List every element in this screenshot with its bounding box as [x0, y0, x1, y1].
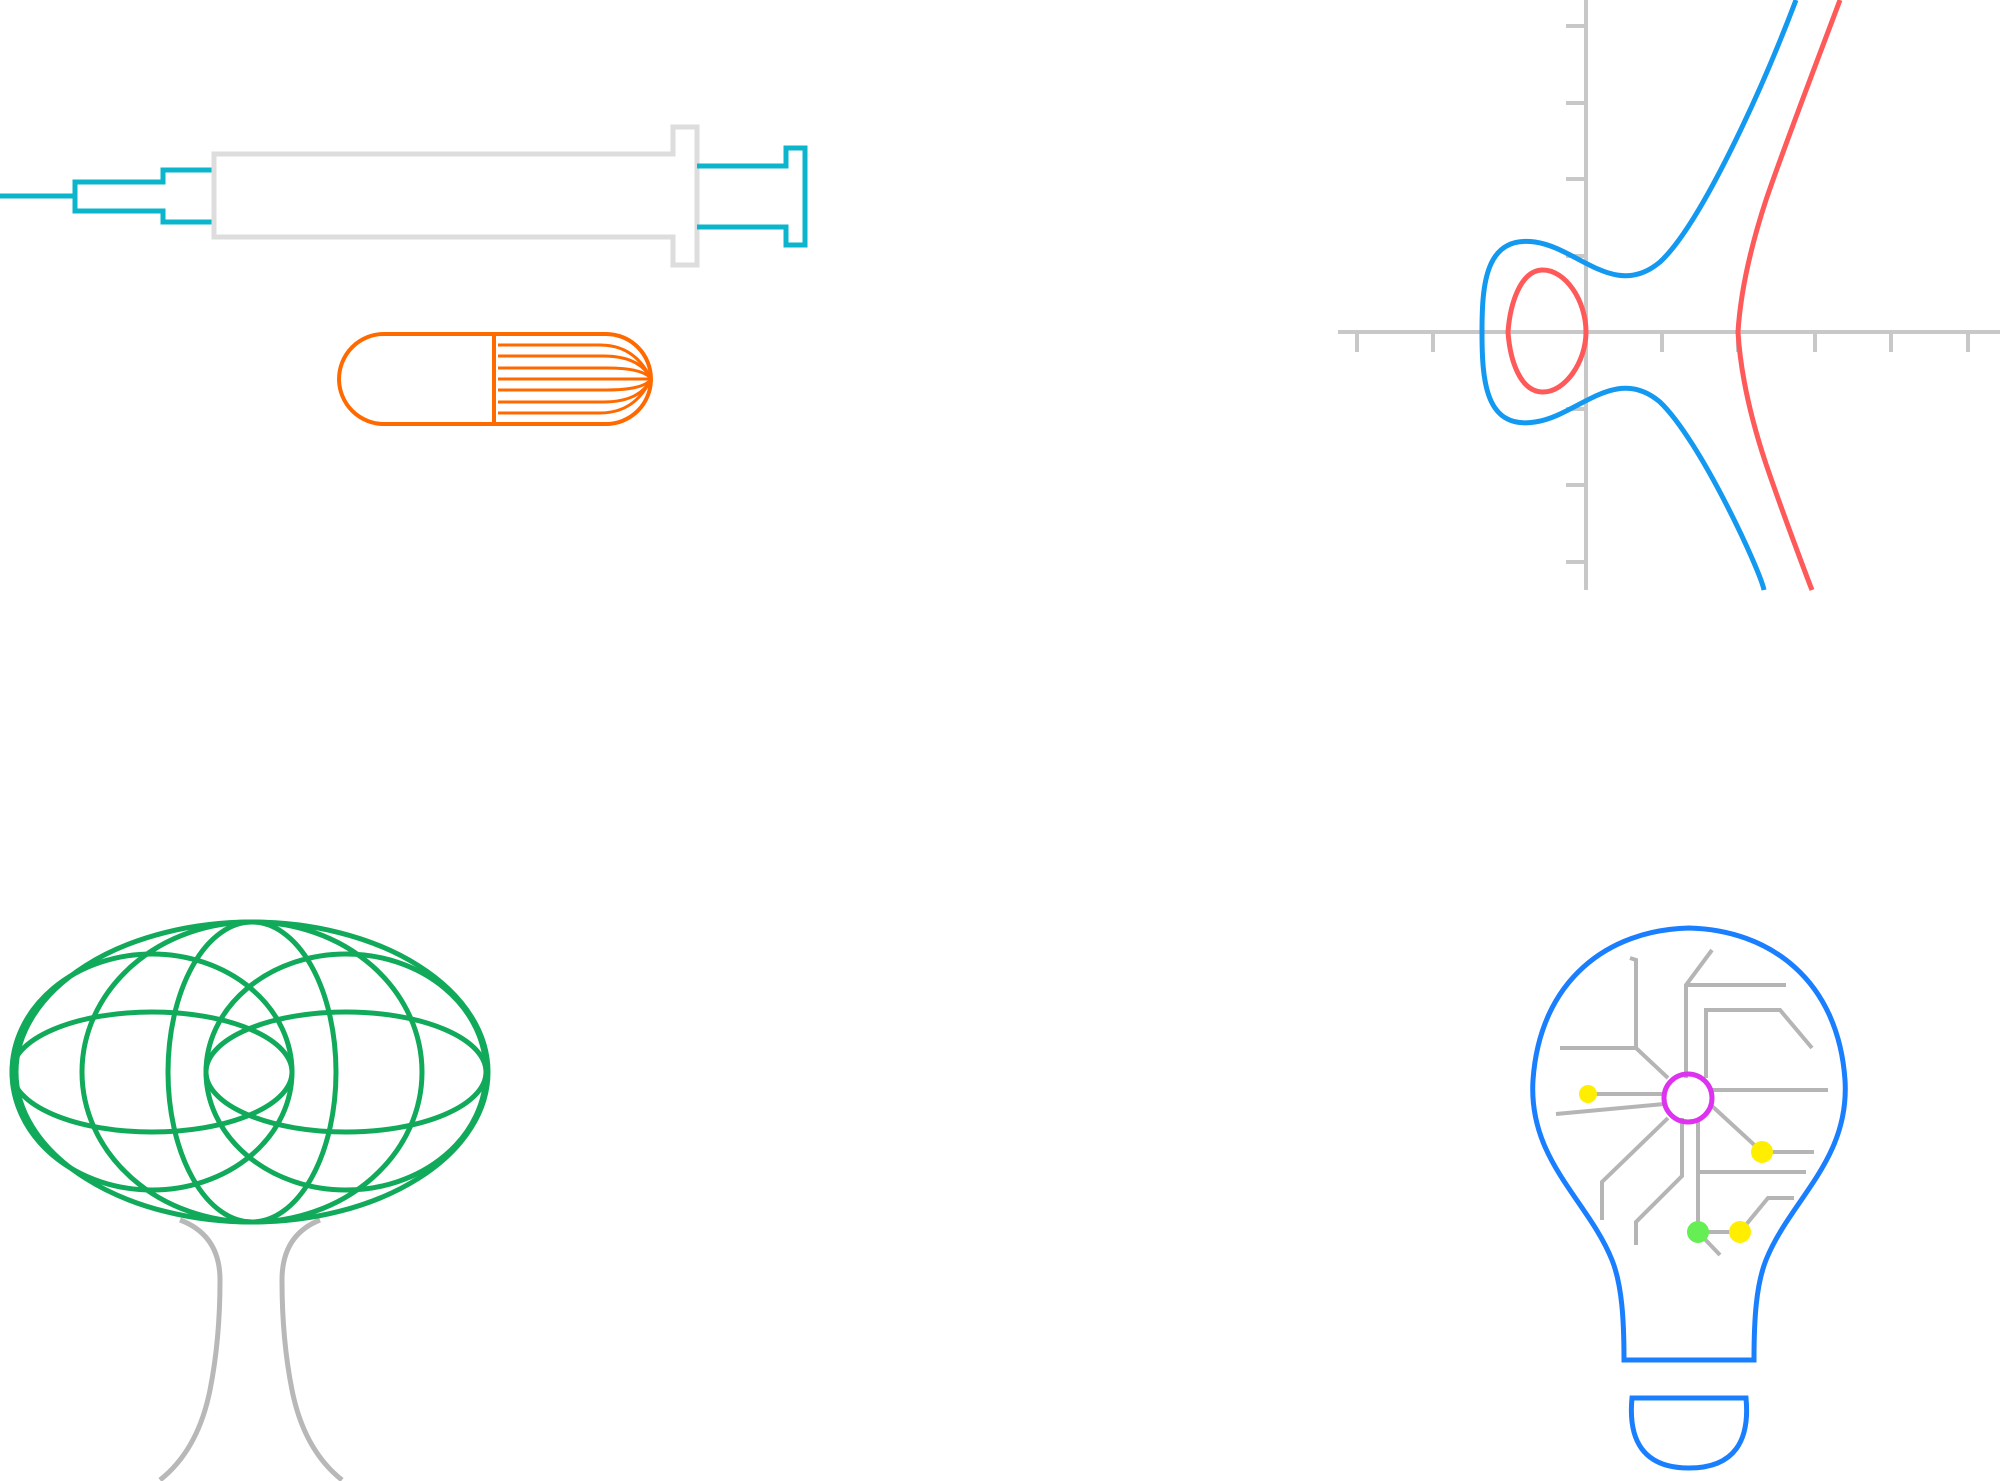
node-yellow	[1579, 1085, 1597, 1103]
x-axis-ticks	[1355, 332, 1970, 352]
y-axis-ticks	[1566, 24, 1586, 564]
curve-inner-oval	[1505, 267, 1589, 395]
capsule-outline	[337, 332, 653, 426]
syringe-needle	[0, 167, 214, 225]
syringe-barrel	[211, 124, 700, 268]
bulb-glass	[1530, 925, 1848, 1363]
curve-outer	[1479, 0, 1799, 591]
node-green	[1687, 1221, 1709, 1243]
tree-icon	[9, 919, 491, 1481]
circuit-traces	[1555, 948, 1828, 1257]
node-yellow	[1729, 1221, 1751, 1243]
bulb-base	[1628, 1395, 1750, 1471]
circuit-hub	[1661, 1071, 1715, 1125]
tree-trunk	[158, 1217, 344, 1481]
capsule-stripes	[498, 343, 653, 415]
syringe-plunger	[697, 145, 808, 248]
capsule-icon	[337, 332, 653, 426]
curve-inner-branch	[1735, 0, 1843, 591]
lightbulb-circuit-icon	[1530, 925, 1848, 1471]
circuit-nodes	[1579, 1085, 1773, 1243]
syringe-icon	[0, 124, 808, 268]
curve-graph-icon	[1338, 0, 2000, 591]
tree-crown	[9, 919, 491, 1225]
node-yellow	[1751, 1141, 1773, 1163]
